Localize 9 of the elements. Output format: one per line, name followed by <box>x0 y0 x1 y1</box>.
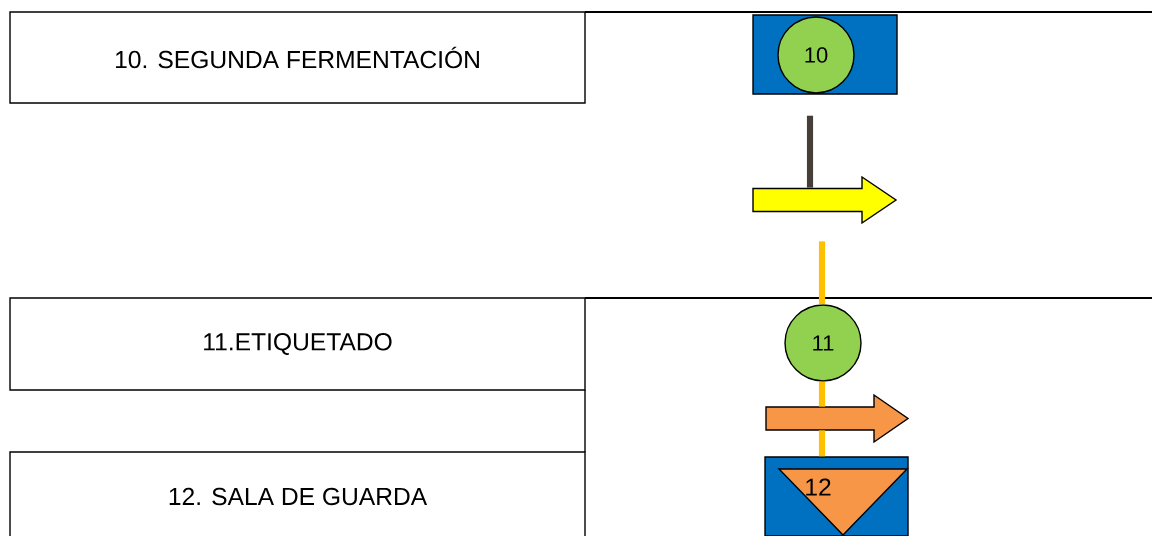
transport-symbol <box>752 175 898 225</box>
connector-line <box>818 430 826 457</box>
connector-line <box>806 115 814 188</box>
step-box: 12. SALA DE GUARDA <box>9 451 586 536</box>
connector-line <box>818 381 826 407</box>
step-box: 10. SEGUNDA FERMENTACIÓN <box>9 11 586 104</box>
connector-line <box>818 241 826 305</box>
transport-symbol <box>765 393 910 444</box>
step-box: 11.ETIQUETADO <box>9 297 586 391</box>
